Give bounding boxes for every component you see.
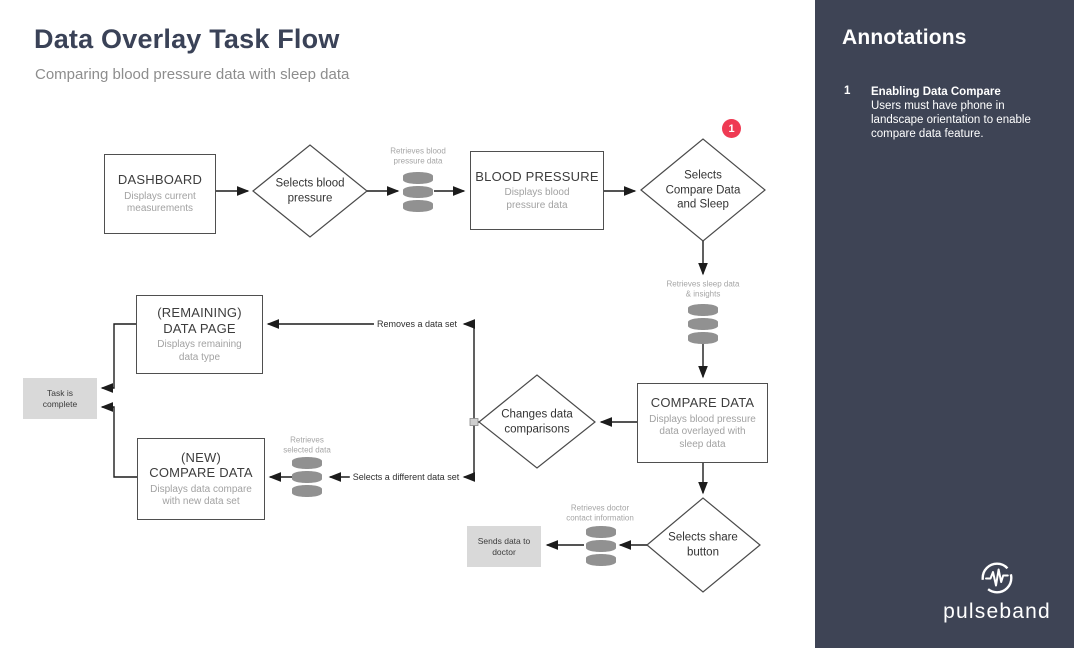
edge-label-selects-different-data-set: Selects a different data set: [349, 472, 463, 482]
flow-box-desc: Displays blood pressure data: [504, 187, 570, 211]
pulseband-logo-icon: [981, 562, 1013, 594]
flow-box-desc: Displays remaining data type: [157, 339, 242, 363]
flow-box-title: (NEW) COMPARE DATA: [149, 449, 253, 481]
decision-label-selects-blood-pressure: Selects blood pressure: [275, 177, 345, 205]
datastore-label-doctor: Retrieves doctor contact information: [566, 503, 634, 523]
flow-box-new-compare-data: (NEW) COMPARE DATA Displays data compare…: [137, 438, 265, 520]
database-icon-blood-pressure: [403, 172, 433, 212]
datastore-label-blood-pressure: Retrieves blood pressure data: [390, 146, 446, 166]
edge-label-removes-data-set: Removes a data set: [373, 319, 461, 329]
terminal-sends-to-doctor: Sends data to doctor: [467, 526, 541, 567]
annotations-panel: Annotations 1 Enabling Data Compare User…: [815, 0, 1074, 648]
decision-label-selects-compare: Selects Compare Data and Sleep: [665, 169, 741, 211]
annotation-text: Users must have phone in landscape orien…: [871, 100, 1031, 140]
database-icon-sleep: [688, 304, 718, 344]
flow-box-remaining-data-page: (REMAINING) DATA PAGE Displays remaining…: [136, 295, 263, 374]
datastore-label-sleep: Retrieves sleep data & insights: [666, 279, 740, 299]
flow-box-compare-data: COMPARE DATA Displays blood pressure dat…: [637, 383, 768, 463]
flow-box-title: BLOOD PRESSURE: [475, 168, 599, 184]
flow-box-desc: Displays current measurements: [124, 190, 196, 215]
annotation-heading: Enabling Data Compare: [871, 86, 1001, 98]
decision-label-changes-comparisons: Changes data comparisons: [501, 408, 573, 436]
terminal-task-complete: Task is complete: [23, 378, 97, 419]
flow-box-dashboard: DASHBOARD Displays current measurements: [104, 154, 216, 234]
annotation-item: 1 Enabling Data Compare Users must have …: [844, 85, 1052, 141]
flow-box-title: DASHBOARD: [117, 172, 203, 188]
datastore-label-selected: Retrieves selected data: [283, 435, 331, 455]
annotation-badge-1: 1: [722, 119, 741, 138]
header: Data Overlay Task Flow Comparing blood p…: [34, 24, 349, 83]
brand-name: pulseband: [943, 600, 1051, 623]
flow-box-title: COMPARE DATA: [650, 395, 755, 410]
decision-label-selects-share: Selects share button: [668, 531, 738, 559]
decision-diamond-selects-compare: [640, 138, 766, 242]
brand-block: pulseband: [937, 561, 1057, 624]
annotation-body: Enabling Data Compare Users must have ph…: [871, 85, 1052, 141]
page-subtitle: Comparing blood pressure data with sleep…: [35, 66, 350, 83]
decision-diamond-selects-share: [646, 497, 761, 593]
flow-box-desc: Displays data compare with new data set: [150, 483, 252, 508]
flow-connectors: [100, 138, 766, 593]
flow-box-blood-pressure: BLOOD PRESSURE Displays blood pressure d…: [470, 151, 604, 230]
flow-box-desc: Displays blood pressure data overlayed w…: [649, 413, 756, 450]
flow-arrows: [100, 186, 708, 550]
page-title: Data Overlay Task Flow: [34, 24, 340, 54]
connector-handle: [469, 418, 479, 426]
flow-box-title: (REMAINING) DATA PAGE: [157, 305, 242, 336]
annotation-number: 1: [844, 85, 851, 97]
annotations-title: Annotations: [842, 26, 967, 49]
database-icon-selected: [292, 457, 322, 497]
decision-diamond-changes-comparisons: [478, 374, 596, 469]
database-icon-doctor: [586, 526, 616, 566]
